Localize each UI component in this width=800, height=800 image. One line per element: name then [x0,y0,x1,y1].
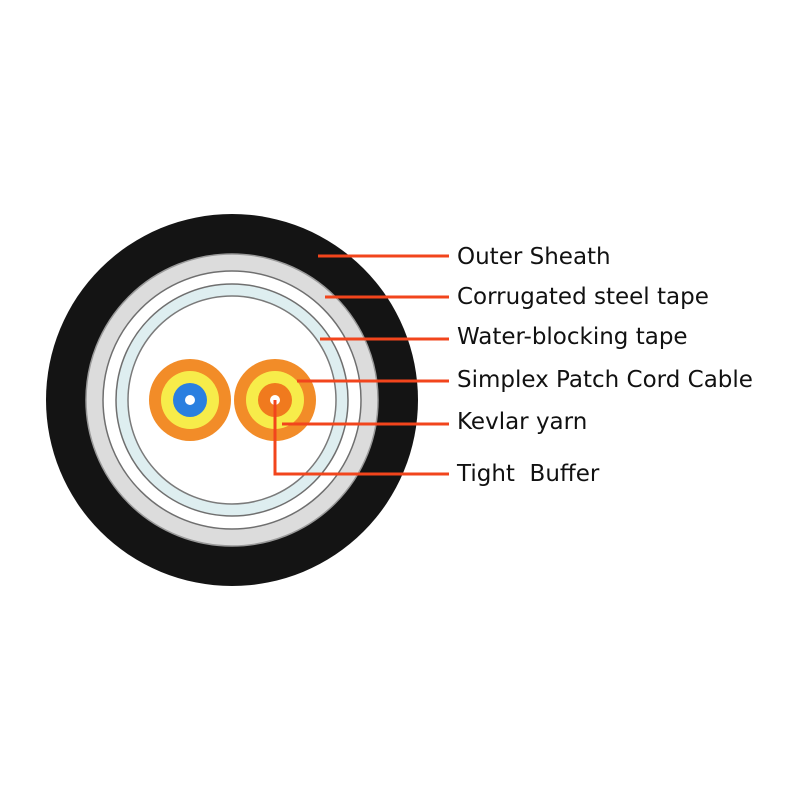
label-simplex-patch-cord-cable: Simplex Patch Cord Cable [457,367,753,393]
label-outer-sheath: Outer Sheath [457,244,611,270]
leader-line-tight-buffer [273,400,449,476]
label-kevlar-yarn: Kevlar yarn [457,409,588,435]
label-corrugated-steel-tape: Corrugated steel tape [457,284,709,310]
simplex-patch-cord-left [149,359,231,441]
fiber-core [185,395,195,405]
cable-core-area [127,295,337,505]
label-water-blocking-tape: Water-blocking tape [457,324,688,350]
label-tight-buffer: Tight Buffer [457,461,600,487]
